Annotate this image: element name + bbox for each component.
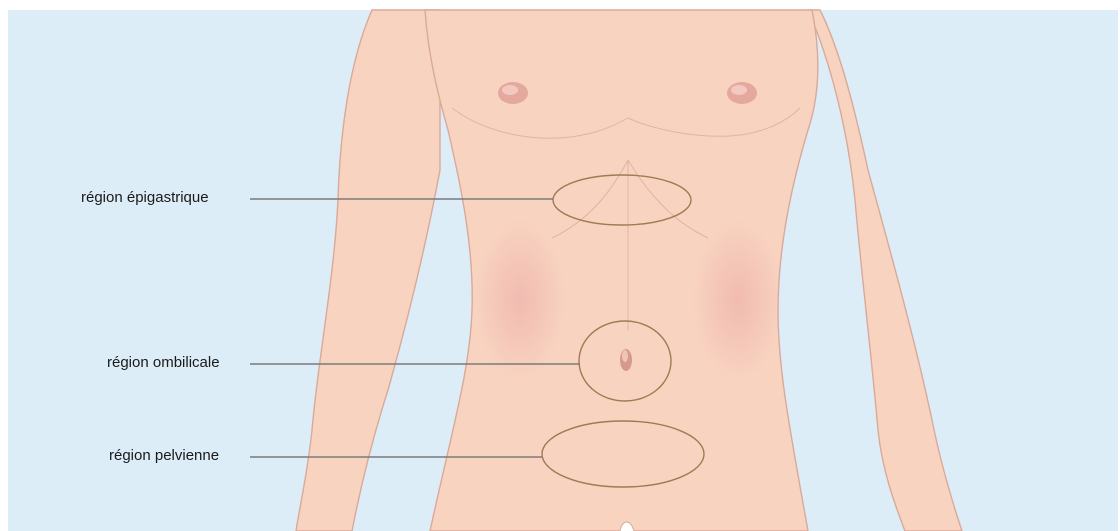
left-nipple-highlight — [502, 85, 518, 95]
left-flank-shade — [475, 220, 565, 380]
right-arm — [808, 10, 962, 531]
label-region-pelvienne: région pelvienne — [109, 447, 219, 465]
label-region-ombilicale: région ombilicale — [107, 354, 220, 372]
label-region-epigastrique: région épigastrique — [81, 189, 209, 207]
right-nipple-highlight — [731, 85, 747, 95]
navel-highlight — [622, 350, 628, 362]
right-flank-shade — [693, 220, 783, 380]
left-arm — [296, 10, 440, 531]
